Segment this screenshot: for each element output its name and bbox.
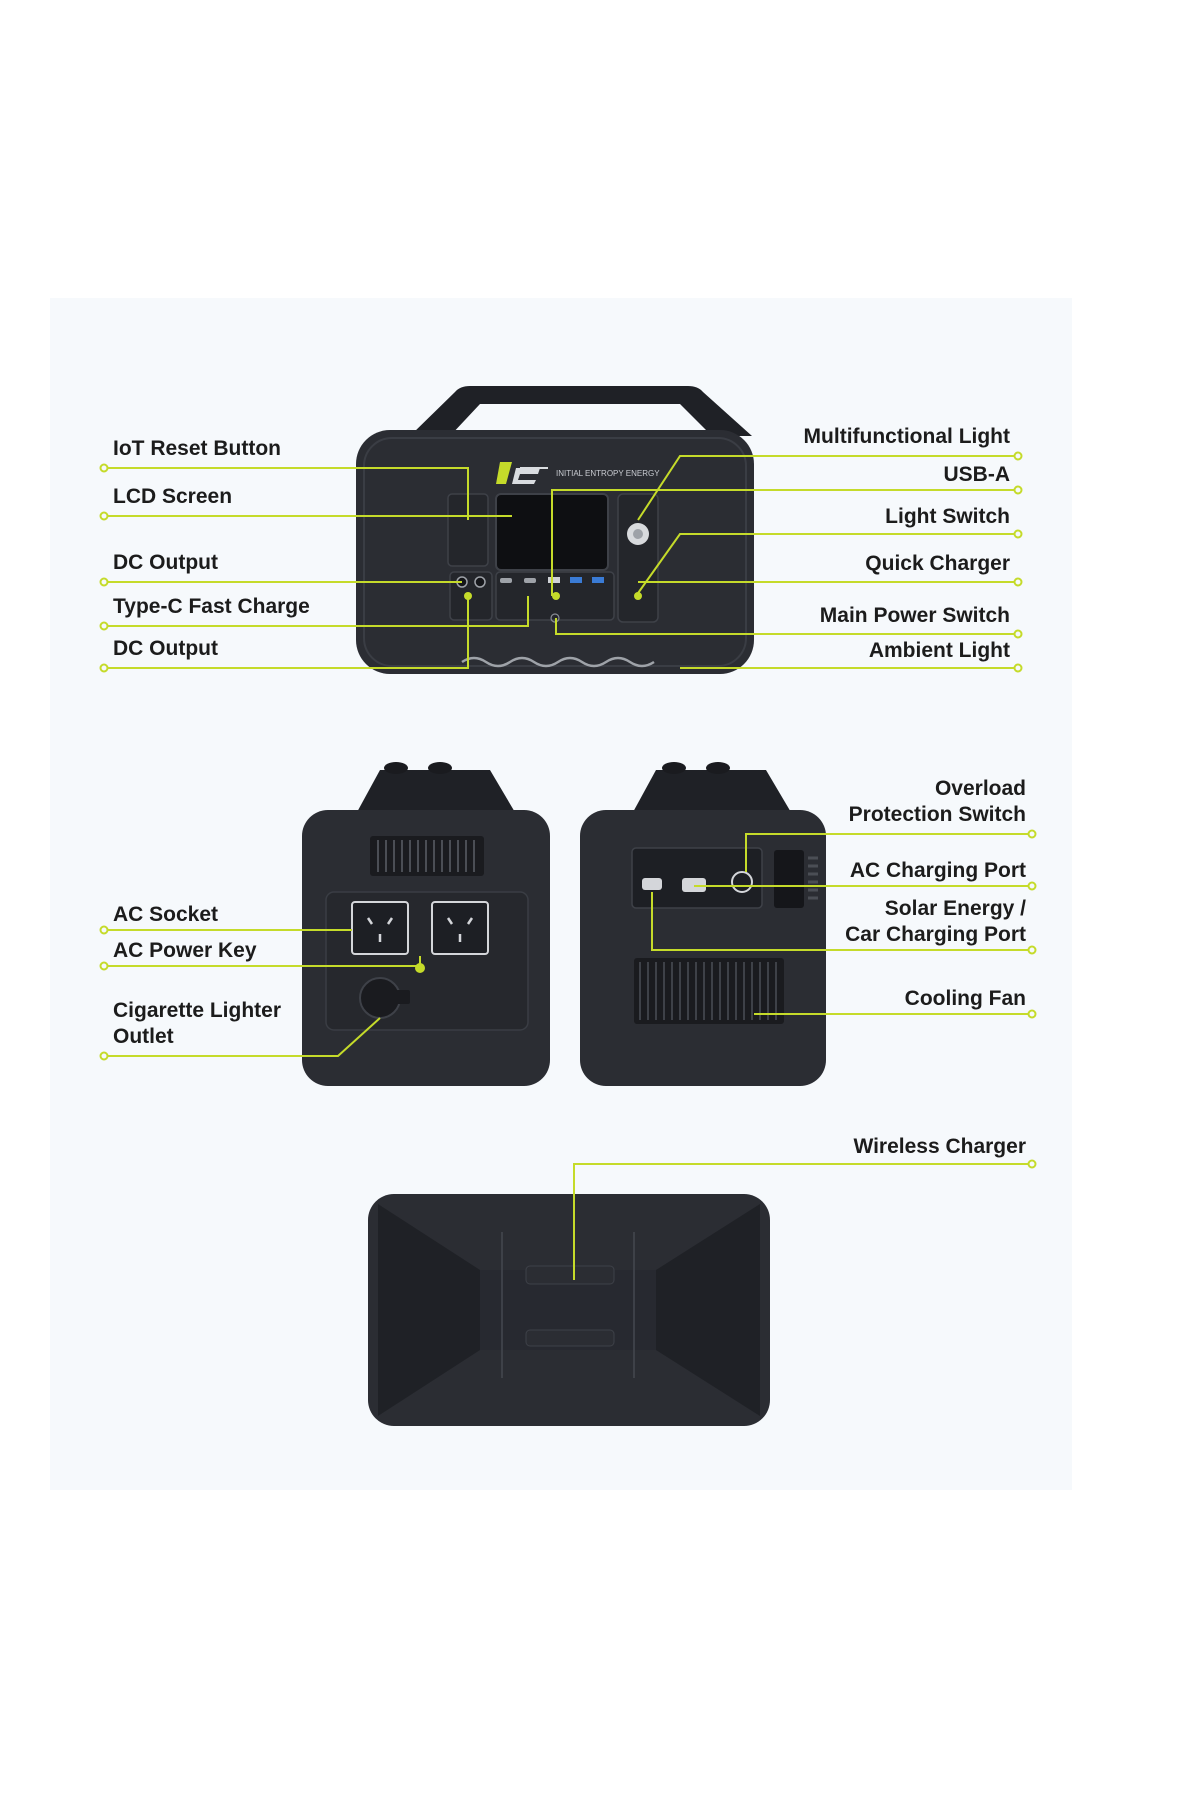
label-ambient-light: Ambient Light [868,639,1010,662]
wireless-charging-pad [525,1265,615,1285]
solar-port [642,878,662,890]
logo-text: INITIAL ENTROPY ENERGY [556,469,660,478]
ac-socket-2 [431,901,489,955]
dc-port-right [474,576,486,588]
label-usb-a: USB-A [943,463,1011,486]
type-c-port-1 [500,578,512,583]
type-c-port-2 [524,578,536,583]
label-dc-output-top: DC Output [113,551,218,574]
label-cigarette-lighter-outlet: Cigarette Lighter Outlet [113,999,282,1048]
label-dc-output-bottom: DC Output [113,637,218,660]
label-multifunctional-light: Multifunctional Light [803,425,1010,448]
label-ac-socket: AC Socket [113,903,219,926]
label-quick-charger: Quick Charger [865,552,1010,575]
label-wireless-charger: Wireless Charger [853,1135,1026,1158]
top-view-device [368,1194,770,1426]
ac-socket-1 [351,901,409,955]
carry-handle [410,386,752,436]
iee-logo-icon [496,462,548,484]
cigarette-lighter-socket [359,977,401,1019]
usb-a-port-3 [592,577,604,583]
callout-dots [99,451,1037,1169]
label-lcd-screen: LCD Screen [113,485,233,508]
overload-switch [731,871,753,893]
component-markers [415,592,642,973]
usb-a-port-2 [570,577,582,583]
label-ac-charging-port: AC Charging Port [849,859,1026,882]
light-panel [617,493,659,623]
label-overload-protection-switch: Overload Protection Switch [848,777,1026,826]
label-main-power-switch: Main Power Switch [819,604,1010,627]
label-light-switch: Light Switch [885,505,1010,528]
label-iot-reset-button: IoT Reset Button [113,437,281,460]
ambient-light-strip [461,656,655,668]
label-cooling-fan: Cooling Fan [904,987,1026,1010]
label-ac-power-key: AC Power Key [113,939,257,962]
side-view-right-device [580,762,826,1086]
usb-a-port-1 [548,577,560,583]
side-view-left-device [302,762,550,1086]
label-solar-car-charging-port: Solar Energy / Car Charging Port [845,897,1026,946]
label-type-c-fast-charge: Type-C Fast Charge [113,595,310,618]
